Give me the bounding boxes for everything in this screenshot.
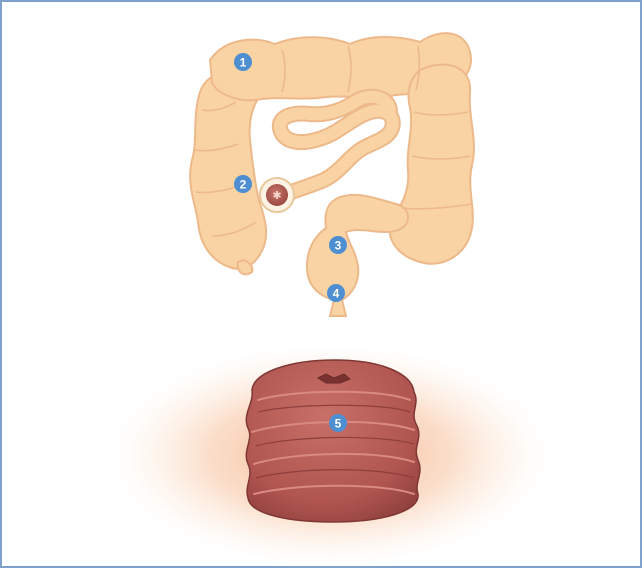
svg-text:5: 5 <box>335 417 342 431</box>
svg-text:1: 1 <box>240 56 247 70</box>
stoma-site-marker: ✱ <box>260 178 294 212</box>
svg-text:2: 2 <box>240 178 247 192</box>
badge-4: 4 <box>327 284 345 302</box>
badge-3: 3 <box>329 236 347 254</box>
svg-text:4: 4 <box>333 287 340 301</box>
stoma <box>246 360 420 522</box>
svg-text:✱: ✱ <box>272 190 281 202</box>
ascending-colon <box>190 74 266 268</box>
small-intestine <box>280 97 393 196</box>
badge-5: 5 <box>329 414 347 432</box>
stoma-body <box>246 360 420 522</box>
badge-1: 1 <box>234 53 252 71</box>
sigmoid-rectum <box>307 195 408 316</box>
badge-2: 2 <box>234 175 252 193</box>
svg-text:3: 3 <box>335 239 342 253</box>
